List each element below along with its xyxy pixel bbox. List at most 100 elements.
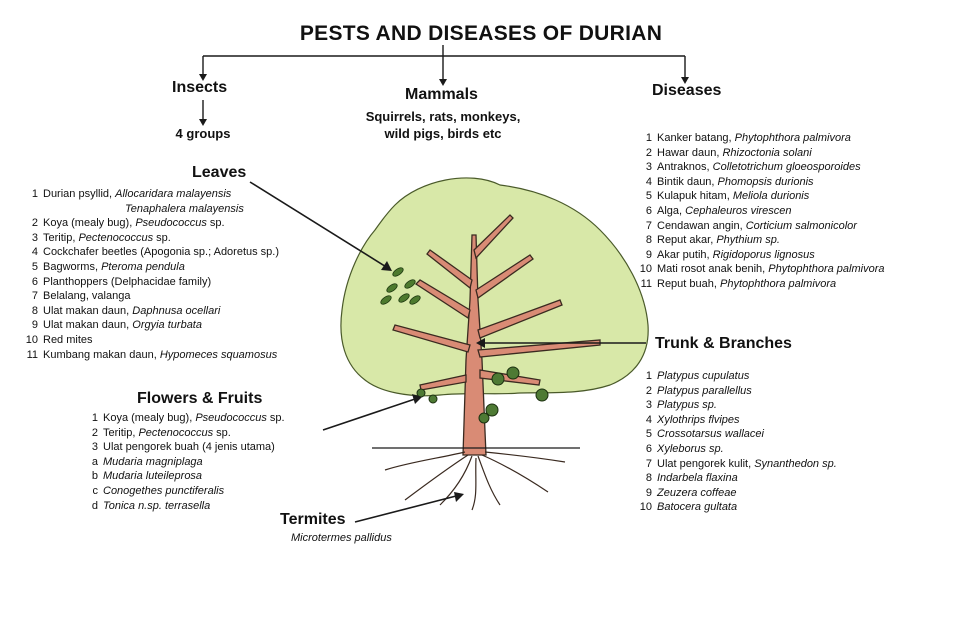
item-number: 10 (639, 501, 652, 514)
item-common-name: Antraknos, (657, 161, 713, 174)
item-common-name: Koya (mealy bug), (43, 217, 136, 230)
item-scientific-name: Phytophthora palmivora (768, 263, 885, 276)
item-number: d (91, 499, 98, 512)
item-scientific-name: Corticium salmonicolor (745, 219, 857, 232)
list-item: 5 Kulapuk hitam, Meliola durionis (636, 189, 884, 204)
item-number: 3 (645, 161, 652, 174)
item-number: 2 (645, 146, 652, 159)
item-number: 5 (645, 190, 652, 203)
item-number: 5 (31, 260, 38, 273)
list-item: 7 Cendawan angin, Corticium salmonicolor (636, 219, 884, 234)
item-scientific-name: Pseudococcus (195, 412, 267, 424)
item-scientific-name: Pseudococcus (135, 217, 207, 230)
item-common-name: Ulat pengorek kulit, (657, 457, 755, 470)
item-number: 8 (31, 304, 38, 317)
item-common-name: Ulat pengorek buah (4 jenis utama) (103, 441, 275, 454)
item-number: 3 (645, 399, 652, 412)
item-common-name: Teritip, (103, 426, 139, 439)
termites-species: Microtermes pallidus (291, 532, 392, 544)
item-scientific-name: Meliola durionis (732, 190, 810, 203)
item-common-name: Planthoppers (Delphacidae family) (43, 275, 212, 288)
leaf-cluster (380, 267, 421, 305)
item-common-name: Akar putih, (657, 248, 713, 261)
item-suffix: sp. (153, 231, 171, 244)
item-scientific-name: Indarbela flaxina (657, 472, 738, 485)
item-common-name: Belalang, valanga (43, 290, 131, 303)
list-item: Tenaphalera malayensis (22, 202, 279, 217)
item-number: 4 (31, 246, 38, 259)
item-scientific-name: Daphnusa ocellari (132, 304, 221, 317)
item-common-name: Kumbang makan daun, (43, 348, 160, 361)
item-scientific-name: Mudaria magniplaga (103, 455, 203, 468)
arrowheads-top (199, 74, 689, 126)
item-common-name: Reput akar, (657, 234, 717, 247)
item-scientific-name: Batocera gultata (657, 501, 738, 514)
list-item: 1 Platypus cupulatus (636, 369, 837, 384)
item-scientific-name: Synanthedon sp. (754, 457, 837, 470)
item-scientific-name: Pectenococcus (138, 426, 214, 439)
item-scientific-name: Xyleborus sp. (657, 442, 724, 455)
item-scientific-name: Platypus parallellus (657, 384, 752, 397)
list-item: 6 Planthoppers (Delphacidae family) (22, 275, 279, 290)
item-common-name: Mati rosot anak benih, (657, 263, 769, 276)
list-item: 7 Belalang, valanga (22, 289, 279, 304)
item-number: 6 (645, 204, 652, 217)
insects-sub: 4 groups (175, 126, 231, 141)
item-number: 7 (31, 290, 38, 303)
item-scientific-name: Platypus cupulatus (657, 370, 750, 382)
list-item: 3 Ulat pengorek buah (4 jenis utama) (88, 440, 285, 455)
flowers-fruits-label: Flowers & Fruits (137, 390, 263, 407)
item-scientific-name: Rhizoctonia solani (722, 146, 812, 159)
item-number: 3 (91, 441, 98, 454)
item-scientific-name: Conogethes punctiferalis (103, 484, 225, 497)
item-number: 1 (645, 370, 652, 382)
item-common-name: Kulapuk hitam, (657, 190, 733, 203)
item-number: 9 (31, 319, 38, 332)
item-number: 8 (645, 472, 652, 485)
category-connectors (202, 45, 686, 120)
item-number: 8 (645, 234, 652, 247)
item-scientific-name: Pteroma pendula (101, 260, 185, 273)
item-number: 11 (640, 277, 652, 290)
item-number: 6 (645, 442, 652, 455)
item-common-name: Cendawan angin, (657, 219, 746, 232)
item-suffix: sp. (206, 217, 225, 230)
item-number: 6 (31, 275, 38, 288)
item-common-name: Bagworms, (43, 260, 102, 273)
item-number: a (91, 455, 98, 468)
item-scientific-name: Tenaphalera malayensis (125, 202, 244, 215)
item-number: 7 (645, 219, 652, 232)
termites-label: Termites (280, 511, 346, 528)
pointer-arrowheads (381, 261, 485, 502)
item-suffix: sp. (213, 426, 231, 439)
list-item: 6 Xyleborus sp. (636, 442, 837, 457)
item-common-name: Ulat makan daun, (43, 304, 133, 317)
item-number: 9 (645, 486, 652, 499)
item-number: 4 (645, 175, 652, 188)
item-common-name: Red mites (43, 333, 93, 346)
tree-roots (384, 451, 566, 511)
